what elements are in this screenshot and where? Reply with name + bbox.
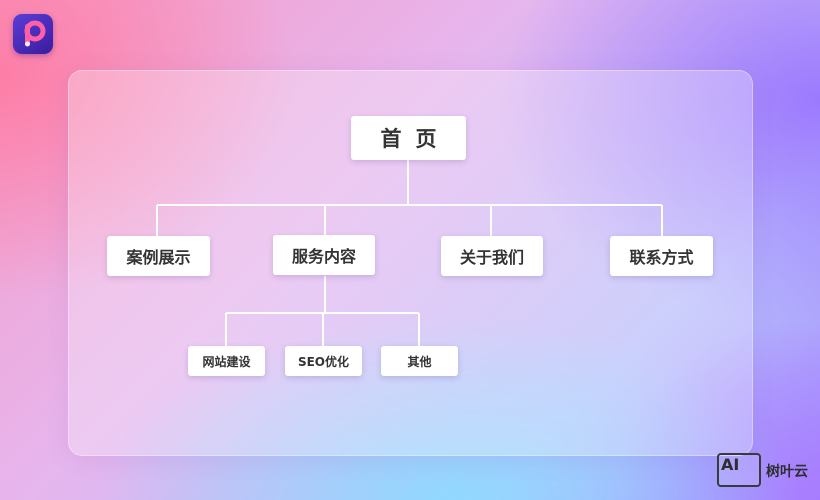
node-home[interactable]: 首页 <box>351 116 466 160</box>
node-services-label: 服务内容 <box>291 247 356 266</box>
node-case-showcase[interactable]: 案例展示 <box>107 236 210 276</box>
app-logo <box>13 14 53 54</box>
node-case-showcase-label: 案例展示 <box>126 248 191 267</box>
node-home-label: 首页 <box>380 127 451 151</box>
node-services[interactable]: 服务内容 <box>273 235 375 275</box>
node-other[interactable]: 其他 <box>381 346 458 376</box>
node-other-label: 其他 <box>407 354 432 369</box>
node-about-us-label: 关于我们 <box>459 248 524 267</box>
watermark-name: 树叶云 <box>766 464 808 480</box>
node-about-us[interactable]: 关于我们 <box>441 236 543 276</box>
node-contact[interactable]: 联系方式 <box>610 236 713 276</box>
node-seo-label: SEO优化 <box>297 354 350 369</box>
node-seo[interactable]: SEO优化 <box>285 346 362 376</box>
watermark-badge <box>717 453 761 487</box>
node-contact-label: 联系方式 <box>629 248 694 267</box>
watermark-badge-text: AI <box>721 455 740 474</box>
node-web-building[interactable]: 网站建设 <box>188 346 265 376</box>
p-logo-icon <box>24 20 46 47</box>
node-web-building-label: 网站建设 <box>202 354 251 369</box>
